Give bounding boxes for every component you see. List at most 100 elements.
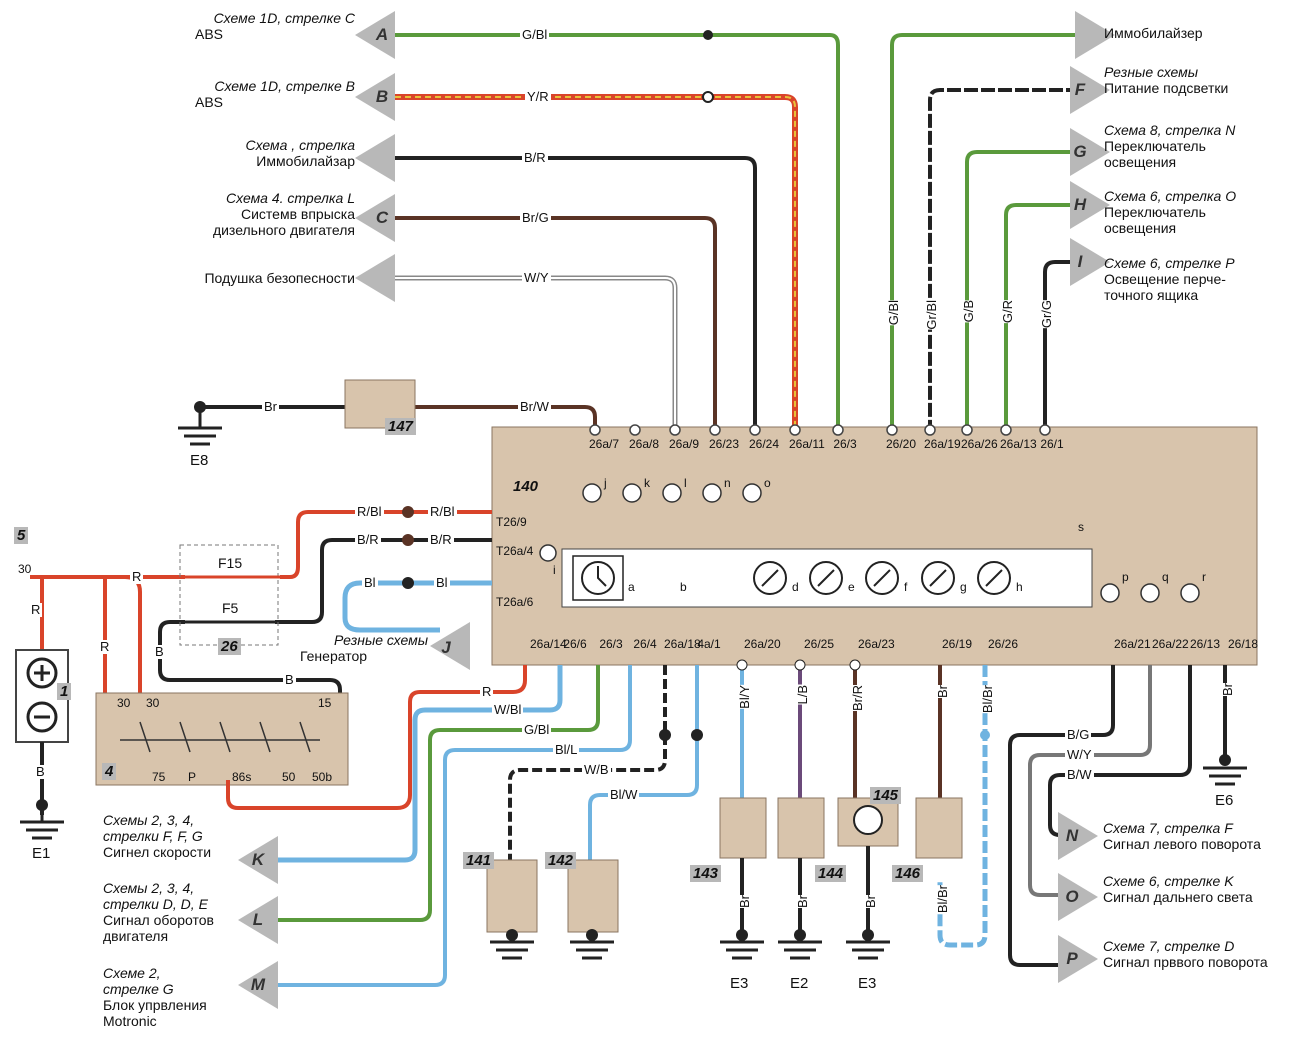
wire-c-brg [395, 216, 717, 430]
wire-a-gbl [395, 33, 840, 430]
label-imm-right: Иммобилайзер [1104, 25, 1203, 41]
wire-label-blbr2: Bl/Br [934, 885, 952, 914]
wire-wy-o [1028, 665, 1152, 897]
ground-symbols [20, 407, 1247, 960]
component-144 [777, 797, 825, 859]
pin-bot-7: 26/25 [804, 637, 835, 651]
wire-label-v-gb: G/B [960, 300, 978, 323]
wire-airbag-wy [395, 275, 678, 430]
lamp-letter-n: n [724, 476, 731, 490]
ground-e8: E8 [190, 452, 209, 469]
wire-bw-n [1048, 665, 1192, 837]
wire-label-br-145: Br [862, 895, 880, 908]
pin-top-1: 26a/8 [629, 437, 660, 451]
lamp-letter-k: k [644, 476, 650, 490]
pin-bot-0: 26a/14 [530, 637, 567, 651]
arrow-h-icon [1070, 181, 1110, 229]
lamp-letter-p: p [1122, 570, 1129, 584]
arrow-n-icon [1058, 812, 1098, 860]
wire-i [1043, 260, 1080, 430]
wire-label-bg: B/G [1065, 727, 1092, 742]
wire-g [965, 150, 1080, 430]
wire-bl-gen [342, 580, 492, 633]
wire-label-gbl-bot: G/Bl [522, 722, 552, 737]
wire-label-v-gbl: G/Bl [885, 300, 903, 326]
wire-r-down3 [124, 575, 142, 700]
arrow-h-letter: H [1073, 195, 1087, 214]
label-airbag: Подушка безопесности [204, 270, 355, 286]
arrow-k-icon [238, 836, 278, 884]
fuse-f5-label: F5 [222, 600, 239, 616]
terminal-30a: 30 [117, 696, 131, 710]
wire-label-bw: B/W [1065, 767, 1094, 782]
wire-bll-m [275, 665, 632, 987]
lamp-letter-q: q [1162, 570, 1169, 584]
pin-bot-11: 26a/21 [1114, 637, 1151, 651]
pin-bot-3: 26/4 [633, 637, 657, 651]
clock-letter-a: a [628, 580, 635, 594]
arrow-airbag-icon [355, 254, 395, 302]
arrow-n-letter: N [1065, 826, 1079, 845]
wire-b-fuse [158, 620, 342, 700]
wire-label-rbl2: R/Bl [428, 504, 457, 519]
top-pin-circles [589, 424, 1051, 436]
instrument-cluster-box [491, 426, 1258, 666]
pin-top-8: 26a/19 [924, 437, 961, 451]
arrow-imm-right-icon [1075, 11, 1115, 59]
ground-e1: E1 [32, 845, 51, 862]
wire-label-wbl: W/Bl [492, 702, 524, 717]
arrow-a-icon [355, 11, 395, 59]
arrow-b-letter: B [375, 87, 389, 106]
wire-imm-r [890, 33, 1080, 430]
wire-label-br-e6: Br [1219, 683, 1237, 696]
wire-h [1004, 203, 1080, 430]
wire-label-br-146: Br [934, 685, 952, 698]
pin-side-t2: T26a/4 [496, 544, 534, 558]
terminal-86s: 86s [232, 770, 252, 784]
arrow-o-icon [1058, 873, 1098, 921]
component-140-number: 140 [513, 478, 539, 495]
wire-label-wb: W/B [582, 762, 611, 777]
arrow-imm-icon [355, 134, 395, 182]
pin-top-3: 26/23 [709, 437, 740, 451]
pin-bot-4: 26a/18 [664, 637, 701, 651]
pin-top-6: 26/3 [833, 437, 857, 451]
wire-label-r-left2: R [98, 639, 112, 654]
arrow-p-letter: P [1066, 949, 1078, 968]
wire-b-yr [395, 94, 798, 430]
wire-label-br-e8: Br [262, 399, 279, 414]
arrow-f-letter: F [1074, 80, 1086, 99]
splice-rbl [402, 506, 414, 518]
wire-label-r-left: R [29, 602, 43, 617]
lamp-letter-j: j [604, 476, 607, 490]
wire-label-br-144: Br [794, 895, 812, 908]
wire-label-bll: Bl/L [553, 742, 580, 757]
wire-label-brg-top: Br/G [520, 210, 551, 225]
arrow-l-letter: L [252, 910, 264, 929]
pin-top-9: 26a/26 [961, 437, 998, 451]
wire-label-b-fuse: B [153, 644, 166, 659]
wire-br [275, 538, 492, 624]
arrow-o-letter: O [1065, 887, 1079, 906]
wire-label-v-grbl: Gr/Bl [923, 300, 941, 330]
pin-bot-2: 26/3 [599, 637, 623, 651]
gauge-letter-e: e [848, 580, 855, 594]
ground-e6: E6 [1215, 792, 1234, 809]
gauge-letter-h: h [1016, 580, 1023, 594]
gauge-letter-d: d [792, 580, 799, 594]
clock-letter-b: b [680, 580, 687, 594]
wire-gbl-l [275, 665, 600, 922]
arrow-c-letter: C [375, 208, 389, 227]
component-1-number: 1 [57, 683, 72, 700]
arrow-g-letter: G [1073, 142, 1087, 161]
wire-label-b-mid: B [283, 672, 296, 687]
